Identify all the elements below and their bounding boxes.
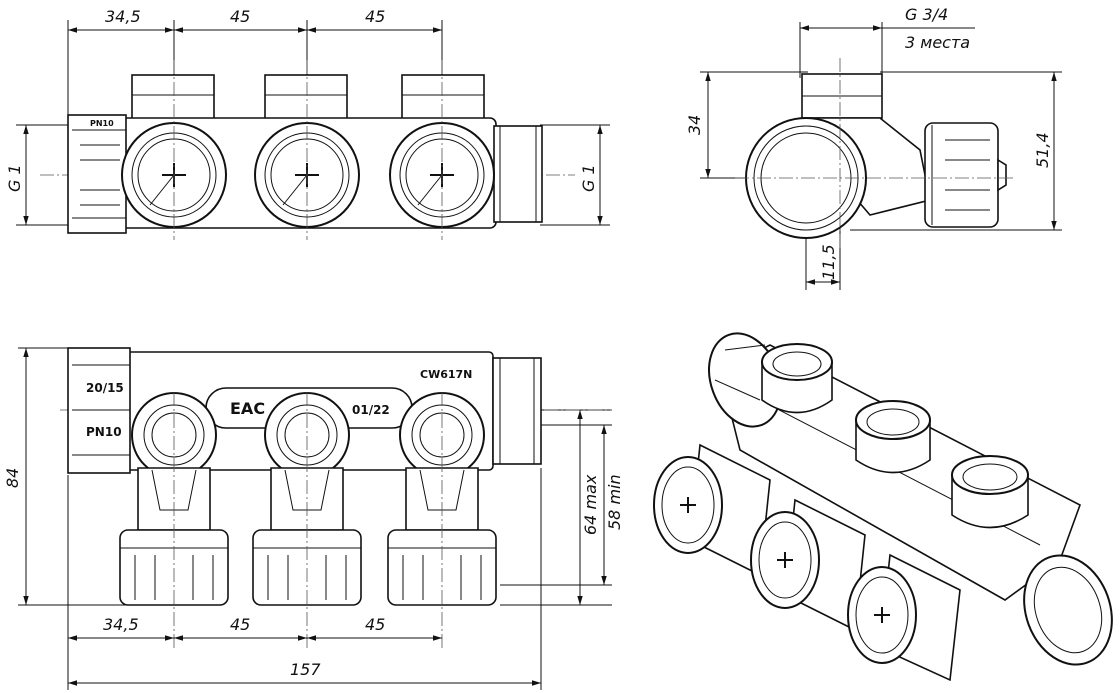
top-dim-total: 157 — [290, 660, 321, 679]
front-left-nut — [67, 114, 127, 234]
top-dim-64: 64 max — [581, 474, 600, 535]
side-view: G 3/4 3 места 34 51,4 11,5 — [685, 5, 1062, 290]
top-label-cert: EAC — [230, 399, 265, 418]
iso-valve-3 — [847, 553, 961, 682]
front-dim-text-3: 45 — [365, 7, 385, 26]
isometric-view — [653, 332, 1113, 682]
front-thread-left: G 1 — [5, 164, 24, 192]
top-label-pressure: PN10 — [86, 425, 122, 439]
iso-outlet-3 — [951, 455, 1029, 529]
side-dim-11-5: 11,5 — [819, 244, 838, 280]
top-dim-84: 84 — [3, 468, 22, 488]
front-thread-right: G 1 — [579, 164, 598, 192]
front-outlet-2 — [264, 74, 348, 126]
front-dim-text-1: 34,5 — [105, 7, 141, 26]
top-label-date: 01/22 — [352, 403, 390, 417]
iso-valve-2 — [750, 498, 866, 632]
top-dim-58: 58 min — [605, 474, 624, 530]
top-label-size: 20/15 — [86, 381, 124, 395]
top-view: 84 64 max 58 min 20/15 PN10 CW617N EAC 0… — [3, 347, 624, 690]
front-outlet-3 — [401, 74, 485, 126]
side-dim-34: 34 — [685, 115, 704, 135]
front-dim-text-2: 45 — [230, 7, 250, 26]
front-view: 34,5 45 45 G 1 G 1 PN10 — [5, 7, 610, 240]
side-valve-bonnet — [924, 122, 999, 228]
top-label-material: CW617N — [420, 368, 472, 381]
iso-outlet-2 — [855, 400, 931, 474]
side-dim-51-4: 51,4 — [1033, 132, 1052, 168]
side-thread-label: G 3/4 — [905, 5, 948, 24]
iso-valve-1 — [653, 443, 771, 577]
front-right-thread — [493, 125, 543, 223]
top-right-thread — [492, 357, 542, 465]
top-valve-2 — [252, 392, 362, 606]
top-dim-bottom-2: 45 — [230, 615, 250, 634]
top-dim-bottom-3: 45 — [365, 615, 385, 634]
side-thread-note: 3 места — [905, 33, 970, 52]
top-dim-bottom-1: 34,5 — [103, 615, 139, 634]
iso-right-pipe — [1023, 554, 1113, 666]
front-pn-mark: PN10 — [90, 119, 114, 128]
iso-outlet-1 — [761, 343, 833, 414]
